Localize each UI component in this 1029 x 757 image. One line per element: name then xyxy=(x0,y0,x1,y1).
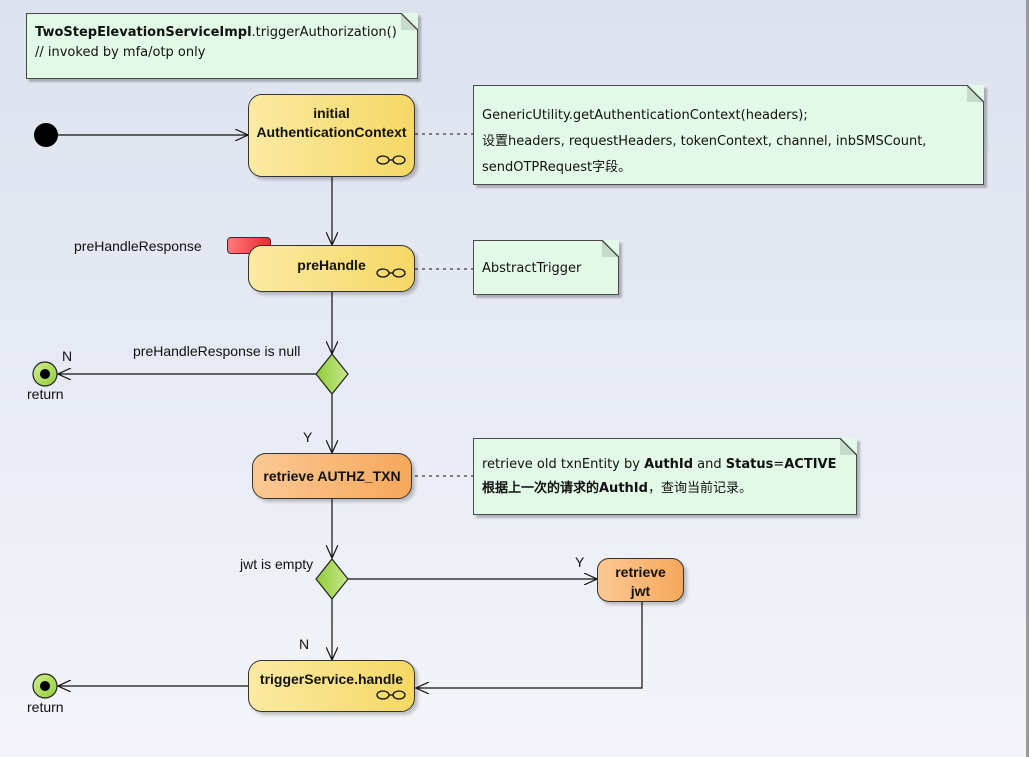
note-abstract-trigger: AbstractTrigger xyxy=(473,240,619,295)
decision-jwt-empty xyxy=(315,558,349,600)
guard-no-label-1: N xyxy=(62,348,73,364)
note-header: TwoStepElevationServiceImpl.triggerAutho… xyxy=(26,13,418,79)
edge-jwt-to-trigger xyxy=(416,602,643,688)
note-fold-icon xyxy=(602,240,619,257)
action-trigger-service-handle[interactable]: triggerService.handle xyxy=(248,660,415,712)
note-retrieve-txn: retrieve old txnEntity by AuthId and Sta… xyxy=(473,438,857,515)
final-node-return-2-dot xyxy=(40,681,50,691)
link-glasses-icon xyxy=(376,690,406,700)
guard-yes-label-1: Y xyxy=(303,429,313,445)
note-fold-icon xyxy=(840,438,857,455)
link-glasses-icon xyxy=(376,155,406,165)
action-retrieve-authz-txn[interactable]: retrieve AUTHZ_TXN xyxy=(252,453,412,499)
action-retrieve-jwt[interactable]: retrieve jwt xyxy=(597,558,684,602)
initial-node xyxy=(34,123,58,147)
note-fold-icon xyxy=(967,85,984,102)
action-prehandle[interactable]: preHandle xyxy=(248,245,415,292)
guard-jwt-empty: jwt is empty xyxy=(240,556,314,572)
note-auth-context: GenericUtility.getAuthenticationContext(… xyxy=(473,85,984,185)
guard-prehandle-null: preHandleResponse is null xyxy=(133,343,301,359)
decision-prehandle-null xyxy=(315,353,349,395)
guard-no-label-2: N xyxy=(299,636,310,652)
final-node-return-1-dot xyxy=(40,369,50,379)
note-fold-icon xyxy=(401,13,418,30)
action-initial-authentication-context[interactable]: initial AuthenticationContext xyxy=(248,94,415,177)
right-edge-bar xyxy=(1026,0,1029,757)
final-label-return-1: return xyxy=(27,386,64,402)
link-glasses-icon xyxy=(376,268,406,278)
guard-yes-label-2: Y xyxy=(575,554,585,570)
final-label-return-2: return xyxy=(27,699,64,715)
pin-label: preHandleResponse xyxy=(74,238,202,254)
